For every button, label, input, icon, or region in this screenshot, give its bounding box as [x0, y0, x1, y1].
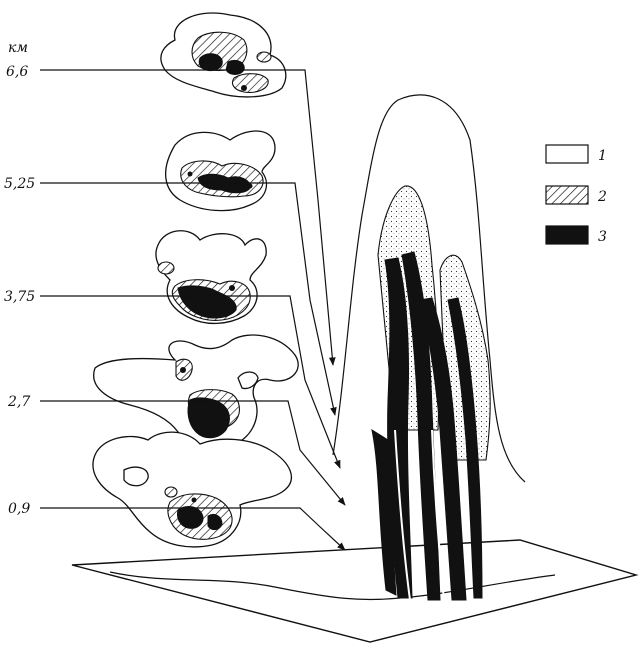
legend-swatch-solid: [546, 226, 588, 244]
legend: 1 2 3: [546, 145, 607, 245]
section-2-7: [94, 335, 299, 447]
section-3-75: [156, 231, 266, 324]
legend-label-2: 2: [597, 189, 607, 205]
legend-swatch-blank: [546, 145, 588, 163]
unit-label: км: [8, 40, 28, 56]
level-label-3-75: 3,75: [4, 289, 35, 305]
level-label-6-6: 6,6: [6, 64, 28, 80]
intrusion-body: [333, 95, 525, 600]
level-label-0-9: 0,9: [8, 501, 30, 517]
level-label-5-25: 5,25: [4, 176, 35, 192]
section-5-25: [166, 131, 275, 211]
legend-swatch-hatched: [546, 186, 588, 204]
legend-label-1: 1: [598, 148, 607, 164]
section-0-9: [93, 432, 291, 547]
section-6-6: [161, 13, 286, 97]
legend-label-3: 3: [598, 229, 607, 245]
level-label-2-7: 2,7: [7, 394, 30, 410]
base-plane: [72, 540, 636, 642]
